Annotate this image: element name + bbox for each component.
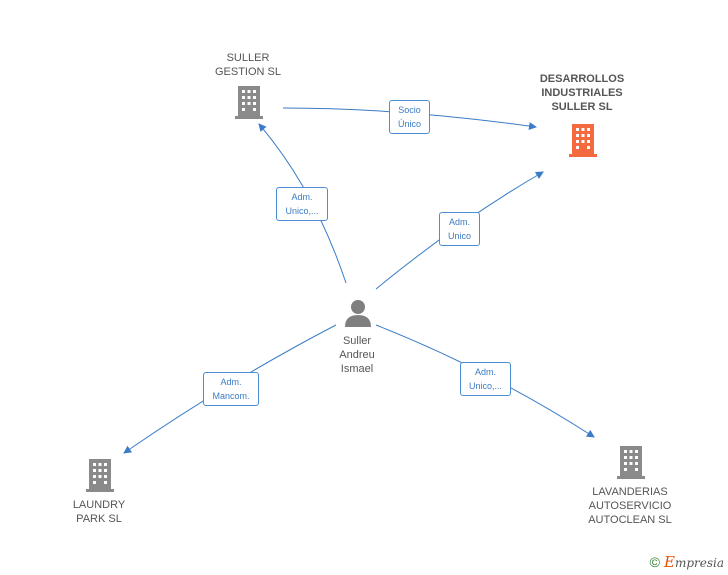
building-icon[interactable] <box>235 86 263 119</box>
node-label-person[interactable]: Suller Andreu Ismael <box>339 335 375 375</box>
edge-label-adm-gestion[interactable]: Adm. Unico,... <box>276 187 328 221</box>
brand-initial: E <box>663 553 675 571</box>
brand-name: mpresia <box>674 556 724 570</box>
node-label-laundry[interactable]: LAUNDRY PARK SL <box>72 499 126 525</box>
edge-label-adm-laundry[interactable]: Adm. Mancom. <box>203 372 259 406</box>
person-icon[interactable] <box>345 300 371 327</box>
building-icon[interactable] <box>569 124 597 157</box>
edge-label-adm-lavanderias[interactable]: Adm. Unico,... <box>460 362 511 396</box>
node-label-suller-gestion[interactable]: SULLER GESTION SL <box>214 52 282 78</box>
building-icon[interactable] <box>86 459 114 492</box>
empresia-logo: ©Empresia <box>650 553 724 571</box>
node-label-lavanderias[interactable]: LAVANDERIAS AUTOSERVICIO AUTOCLEAN SL <box>588 486 672 526</box>
edge-label-adm-desarrollos[interactable]: Adm. Unico <box>439 212 480 246</box>
building-icon[interactable] <box>617 446 645 479</box>
copyright-icon: © <box>649 554 660 570</box>
edge-label-socio-unico[interactable]: Socio Único <box>389 100 430 134</box>
node-label-desarrollos[interactable]: DESARROLLOS INDUSTRIALES SULLER SL <box>539 73 625 113</box>
